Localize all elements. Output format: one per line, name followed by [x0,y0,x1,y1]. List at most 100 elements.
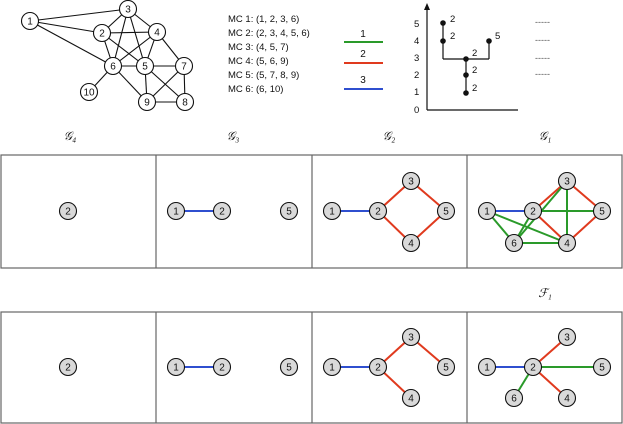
graph-node: 1 [166,201,186,221]
legend-label-1: 1 [360,29,366,40]
node-circle [592,357,612,377]
node-label: 5 [286,363,292,374]
mc-line: MC 4: (5, 6, 9) [228,56,289,67]
graph-node: 3 [557,171,577,191]
clique-tree: 0 1 2 3 4 5 2 2 2 2 2 5 [414,3,518,116]
tree-node-label: 5 [495,31,500,42]
tree-nodes [440,20,492,96]
graph-node: 2 [58,357,78,377]
node-circle [523,201,543,221]
node-label: 5 [599,363,605,374]
graph-node: 1 [477,357,497,377]
graph-node: 10 [79,82,99,102]
tree-node-label: 2 [450,31,455,42]
node-circle [279,357,299,377]
node-circle [279,201,299,221]
node-label: 2 [530,207,536,218]
node-label: 2 [99,29,105,40]
panel-g3: 1 2 5 [166,201,299,221]
node-circle [368,201,388,221]
row-1-panels: 2 1 2 5 1 2 3 5 4 1 [0,154,623,269]
node-circle [592,201,612,221]
tree-node-label: 2 [472,83,477,94]
forest-panel-1: 2 [58,357,78,377]
node-label: 3 [125,5,131,16]
node-circle [557,171,577,191]
graph-labels: 𝒢₄ 𝒢₃ 𝒢₂ 𝒢₁ [64,129,552,143]
tree-tick-label: 0 [414,105,419,116]
node-circle [401,388,421,408]
graph-node: 3 [557,327,577,347]
graph-node: 2 [368,201,388,221]
tree-node-label: 2 [472,65,477,76]
graph-node: 2 [523,201,543,221]
node-circle [322,201,342,221]
node-circle [58,201,78,221]
graph-node: 3 [401,171,421,191]
graph-node: 3 [401,327,421,347]
node-label: 9 [144,98,150,109]
graph-node: 5 [436,357,456,377]
graph-node: 5 [279,201,299,221]
graph-node: 7 [174,56,194,76]
graph-node: 2 [58,201,78,221]
level-dash: ----- [535,17,550,27]
graph-node: 5 [436,201,456,221]
mc-line: MC 5: (5, 7, 8, 9) [228,70,299,81]
graph-node: 4 [557,388,577,408]
node-label: 4 [408,394,414,405]
node-label: 10 [83,88,95,99]
node-circle [137,92,157,112]
graph-node: 2 [212,357,232,377]
tree-tick-label: 3 [414,53,419,64]
node-circle [212,357,232,377]
maximal-clique-list: MC 1: (1, 2, 3, 6) MC 2: (2, 3, 4, 5, 6)… [228,14,310,95]
panel-g4: 2 [58,201,78,221]
node-circle [436,201,456,221]
node-circle [557,388,577,408]
node-label: 5 [599,207,605,218]
graph-label-g2: 𝒢₂ [383,129,396,143]
tree-tick-label: 2 [414,70,419,81]
graph-node: 8 [175,92,195,112]
graph-node: 1 [477,201,497,221]
node-label: 7 [181,62,187,73]
node-label: 5 [443,207,449,218]
graph-node: 4 [557,233,577,253]
node-label: 6 [110,62,116,73]
node-label: 1 [27,17,33,28]
node-label: 2 [65,363,71,374]
node-label: 1 [484,363,490,374]
graph-node: 5 [592,357,612,377]
forest-label-f1: ℱ₁ [538,286,552,300]
node-circle [135,56,155,76]
graph-node: 4 [401,388,421,408]
node-circle [92,23,112,43]
node-label: 1 [484,207,490,218]
node-circle [557,233,577,253]
node-circle [401,171,421,191]
tree-node [463,72,469,78]
graph-node: 4 [147,22,167,42]
node-label: 2 [375,207,381,218]
node-circle [477,201,497,221]
node-label: 2 [219,207,225,218]
level-dash: ----- [535,35,550,45]
node-label: 4 [564,394,570,405]
graph-node: 2 [523,357,543,377]
graph-node: 6 [504,233,524,253]
graph-label-g4: 𝒢₄ [64,129,77,143]
tree-tick-label: 4 [414,36,419,47]
node-circle [166,201,186,221]
node-label: 5 [286,207,292,218]
mc-line: MC 2: (2, 3, 4, 5, 6) [228,28,310,39]
node-label: 3 [564,177,570,188]
node-circle [401,233,421,253]
legend-label-3: 3 [360,75,366,86]
node-label: 6 [511,239,517,250]
node-label: 1 [173,207,179,218]
